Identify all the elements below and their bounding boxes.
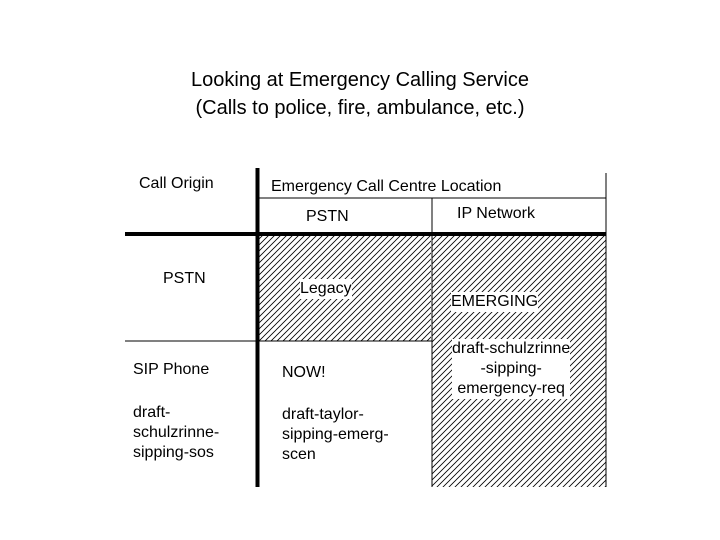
cell-legacy: Legacy	[300, 279, 352, 299]
cell-req-draft: draft-schulzrinne -sipping- emergency-re…	[452, 339, 571, 399]
header-pstn: PSTN	[306, 208, 349, 225]
header-call-centre-location: Emergency Call Centre Location	[271, 178, 502, 195]
cell-now: NOW!	[282, 364, 326, 381]
row-label-sos-draft: draft- schulzrinne- sipping-sos	[133, 404, 220, 461]
row-label-sip-phone: SIP Phone	[133, 361, 210, 378]
header-ip-network: IP Network	[457, 205, 535, 222]
slide-title-line-2: (Calls to police, fire, ambulance, etc.)	[195, 97, 525, 119]
cell-taylor-draft: draft-taylor- sipping-emerg- scen	[282, 406, 389, 463]
slide-title-line-1: Looking at Emergency Calling Service	[191, 69, 529, 91]
header-call-origin: Call Origin	[139, 175, 214, 192]
row-label-pstn: PSTN	[163, 270, 206, 287]
cell-emerging: EMERGING	[451, 292, 539, 312]
